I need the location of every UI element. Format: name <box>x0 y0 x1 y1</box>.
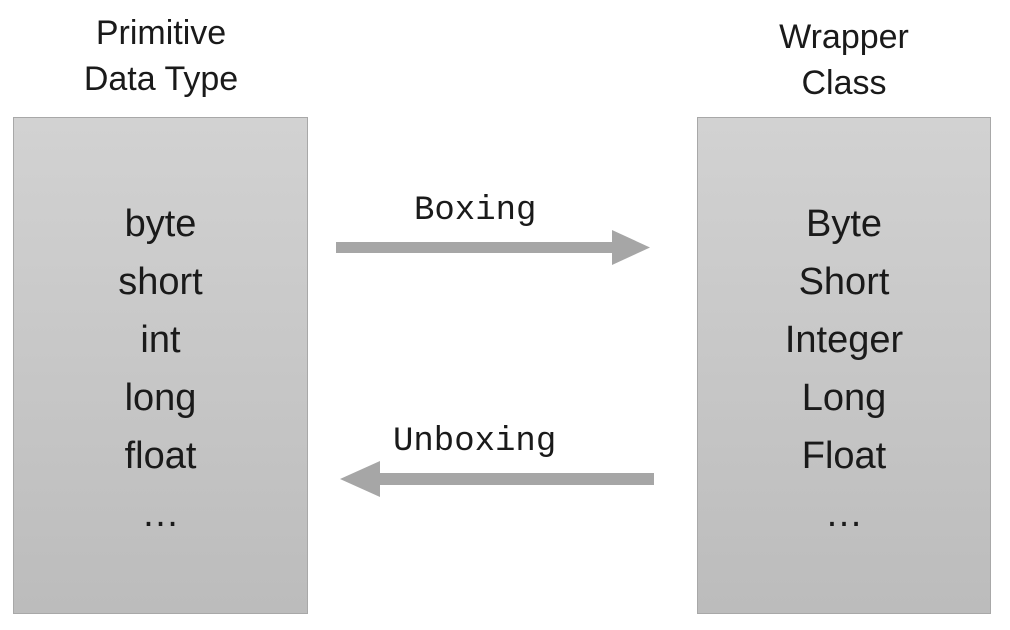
wrapper-class-ellipsis: … <box>825 493 863 535</box>
unboxing-arrow-icon <box>340 461 654 497</box>
primitive-type-ellipsis: … <box>141 493 180 535</box>
primitive-type-item: float <box>124 435 197 477</box>
wrapper-class-item: Integer <box>784 319 904 361</box>
boxing-label: Boxing <box>414 192 537 230</box>
wrapper-class-item: Byte <box>805 203 883 245</box>
wrapper-classes-list: Byte Short Integer Long Float … <box>698 195 990 543</box>
wrapper-class-item: Float <box>801 435 887 477</box>
wrapper-heading: Wrapper Class <box>694 14 994 106</box>
wrapper-heading-line-1: Wrapper <box>779 18 909 56</box>
unboxing-label: Unboxing <box>393 423 557 461</box>
wrapper-heading-line-2: Class <box>801 64 887 102</box>
primitive-heading-line-1: Primitive <box>95 14 227 52</box>
wrapper-class-item: Short <box>798 261 890 303</box>
primitive-type-item: byte <box>124 203 197 245</box>
wrapper-class-item: Long <box>801 377 887 419</box>
primitive-type-item: int <box>140 319 181 361</box>
primitive-types-box: byte short int long float … <box>13 117 308 614</box>
wrapper-classes-box: Byte Short Integer Long Float … <box>697 117 991 614</box>
primitive-type-item: long <box>124 377 197 419</box>
boxing-arrow-icon <box>336 230 650 265</box>
primitive-type-item: short <box>118 261 203 303</box>
primitive-heading: Primitive Data Type <box>11 10 311 102</box>
primitive-types-list: byte short int long float … <box>14 195 307 543</box>
primitive-heading-line-2: Data Type <box>83 60 239 98</box>
